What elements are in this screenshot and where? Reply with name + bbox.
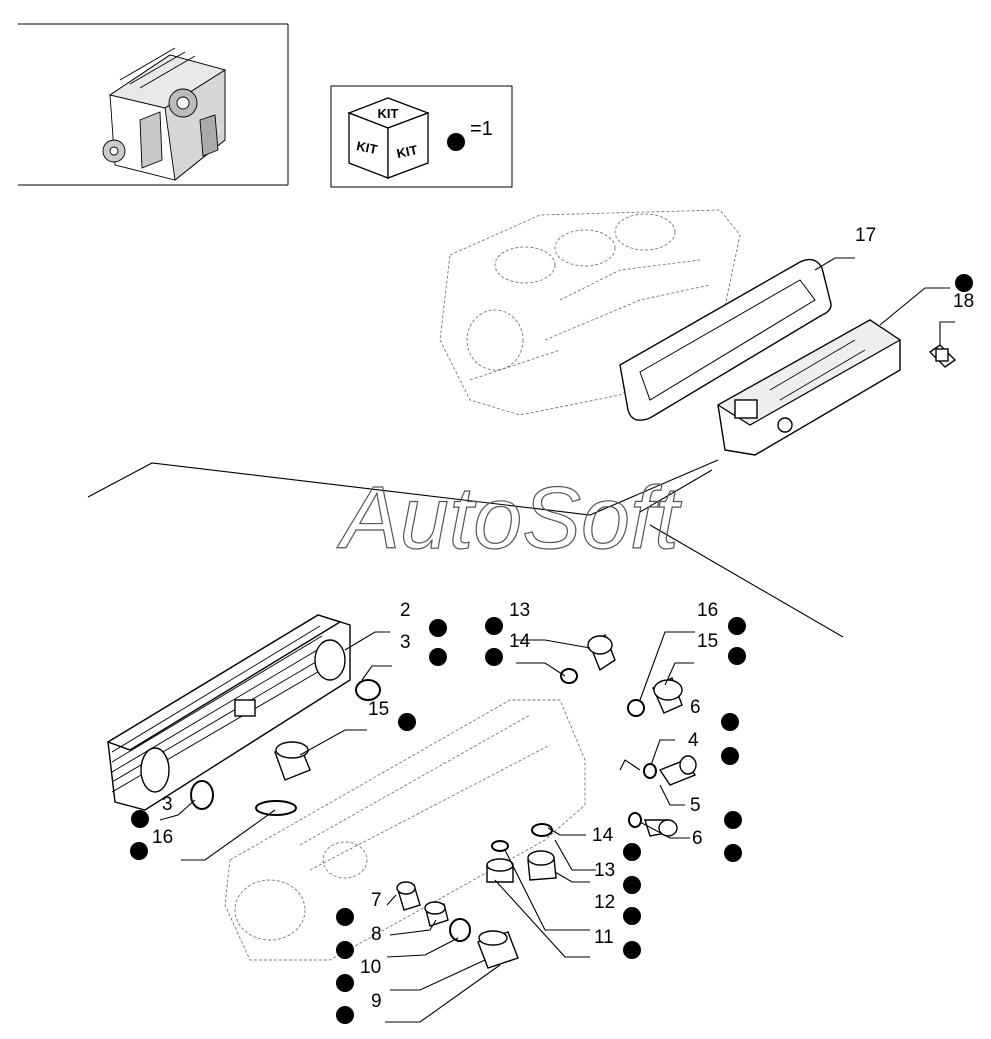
callout-12: 12 (594, 892, 615, 913)
callout-6: 6 (690, 697, 701, 718)
watermark-text: AutoSoft (336, 468, 682, 567)
kit-dot-12 (623, 907, 641, 925)
o-ring-part-14b (531, 823, 553, 837)
kit-dot-6b (724, 844, 742, 862)
kit-cube-icon: KIT KIT KIT (347, 97, 430, 179)
callout-16: 16 (697, 600, 718, 621)
kit-dot-13 (485, 617, 503, 635)
kit-dots (130, 274, 973, 1024)
kit-dot-16b (728, 617, 746, 635)
o-ring-part-16a (190, 780, 214, 810)
o-ring-part-10 (449, 918, 471, 942)
oil-cooler-part-2 (106, 614, 351, 811)
kit-dot-6 (721, 713, 739, 731)
oil-filter-housing-ghost (224, 699, 586, 961)
kit-dot-3b (131, 810, 149, 828)
callout-14: 14 (509, 631, 531, 652)
callout-11: 11 (594, 927, 614, 948)
kit-dot-5 (724, 811, 742, 829)
engine-thumbnail-icon (102, 47, 227, 181)
callout-15: 15 (368, 699, 389, 720)
washer-part-4 (643, 763, 657, 779)
kit-dot-15b (728, 647, 746, 665)
cross-leader-lines (87, 459, 844, 638)
kit-dot-7 (336, 908, 354, 926)
callout-3: 3 (162, 794, 173, 815)
kit-equals-label: =1 (470, 118, 493, 140)
callout-13: 13 (509, 600, 530, 621)
kit-dot-4 (721, 747, 739, 765)
kit-left-label: KIT (355, 138, 379, 157)
kit-right-label: KIT (395, 142, 419, 161)
callout-15: 15 (697, 631, 718, 652)
kit-dot-18 (955, 274, 973, 292)
o-ring-part-14a (560, 668, 578, 684)
kit-dot-10 (336, 974, 354, 992)
kit-dot-15 (398, 713, 416, 731)
callout-leader-lines (159, 257, 955, 1023)
kit-dot-8 (336, 941, 354, 959)
kit-dot-13b (623, 876, 641, 894)
callout-9: 9 (371, 991, 382, 1012)
callout-6: 6 (692, 828, 703, 849)
cooler-cover-part-18 (716, 319, 902, 456)
o-ring-part-11 (491, 840, 509, 852)
o-ring-part-large (255, 800, 297, 816)
callout-16: 16 (152, 827, 173, 848)
callout-8: 8 (371, 924, 382, 945)
callout-17: 17 (855, 225, 876, 246)
callout-2: 2 (400, 600, 411, 621)
o-ring-part-15a (355, 679, 381, 701)
callout-18: 18 (953, 291, 974, 312)
callout-5: 5 (690, 795, 701, 816)
kit-dot-3 (429, 648, 447, 666)
engine-thumbnail-panel (18, 23, 289, 186)
kit-dot-14b (623, 843, 641, 861)
callout-3: 3 (400, 632, 411, 653)
kit-top-label: KIT (378, 106, 399, 121)
kit-dot-16 (130, 842, 148, 860)
kit-dot-icon (447, 133, 465, 151)
kit-dot-14 (485, 648, 503, 666)
kit-legend: KIT KIT KIT =1 (330, 85, 513, 188)
small-parts (190, 633, 697, 969)
kit-dot-11 (623, 941, 641, 959)
o-ring-part-16b (627, 699, 645, 717)
kit-dot-9 (336, 1006, 354, 1024)
callout-7: 7 (371, 890, 382, 911)
callout-10: 10 (360, 957, 381, 978)
kit-dot-2 (429, 619, 447, 637)
callout-numbers: 17 18 2 3 15 3 16 13 14 16 15 6 4 5 14 6… (152, 225, 974, 1012)
gasket-part-17 (619, 258, 832, 421)
washer-part-6b (628, 812, 642, 828)
bolt-part-18 (928, 344, 957, 368)
callout-14: 14 (592, 825, 614, 846)
callout-4: 4 (688, 730, 699, 751)
callout-13: 13 (594, 860, 615, 881)
